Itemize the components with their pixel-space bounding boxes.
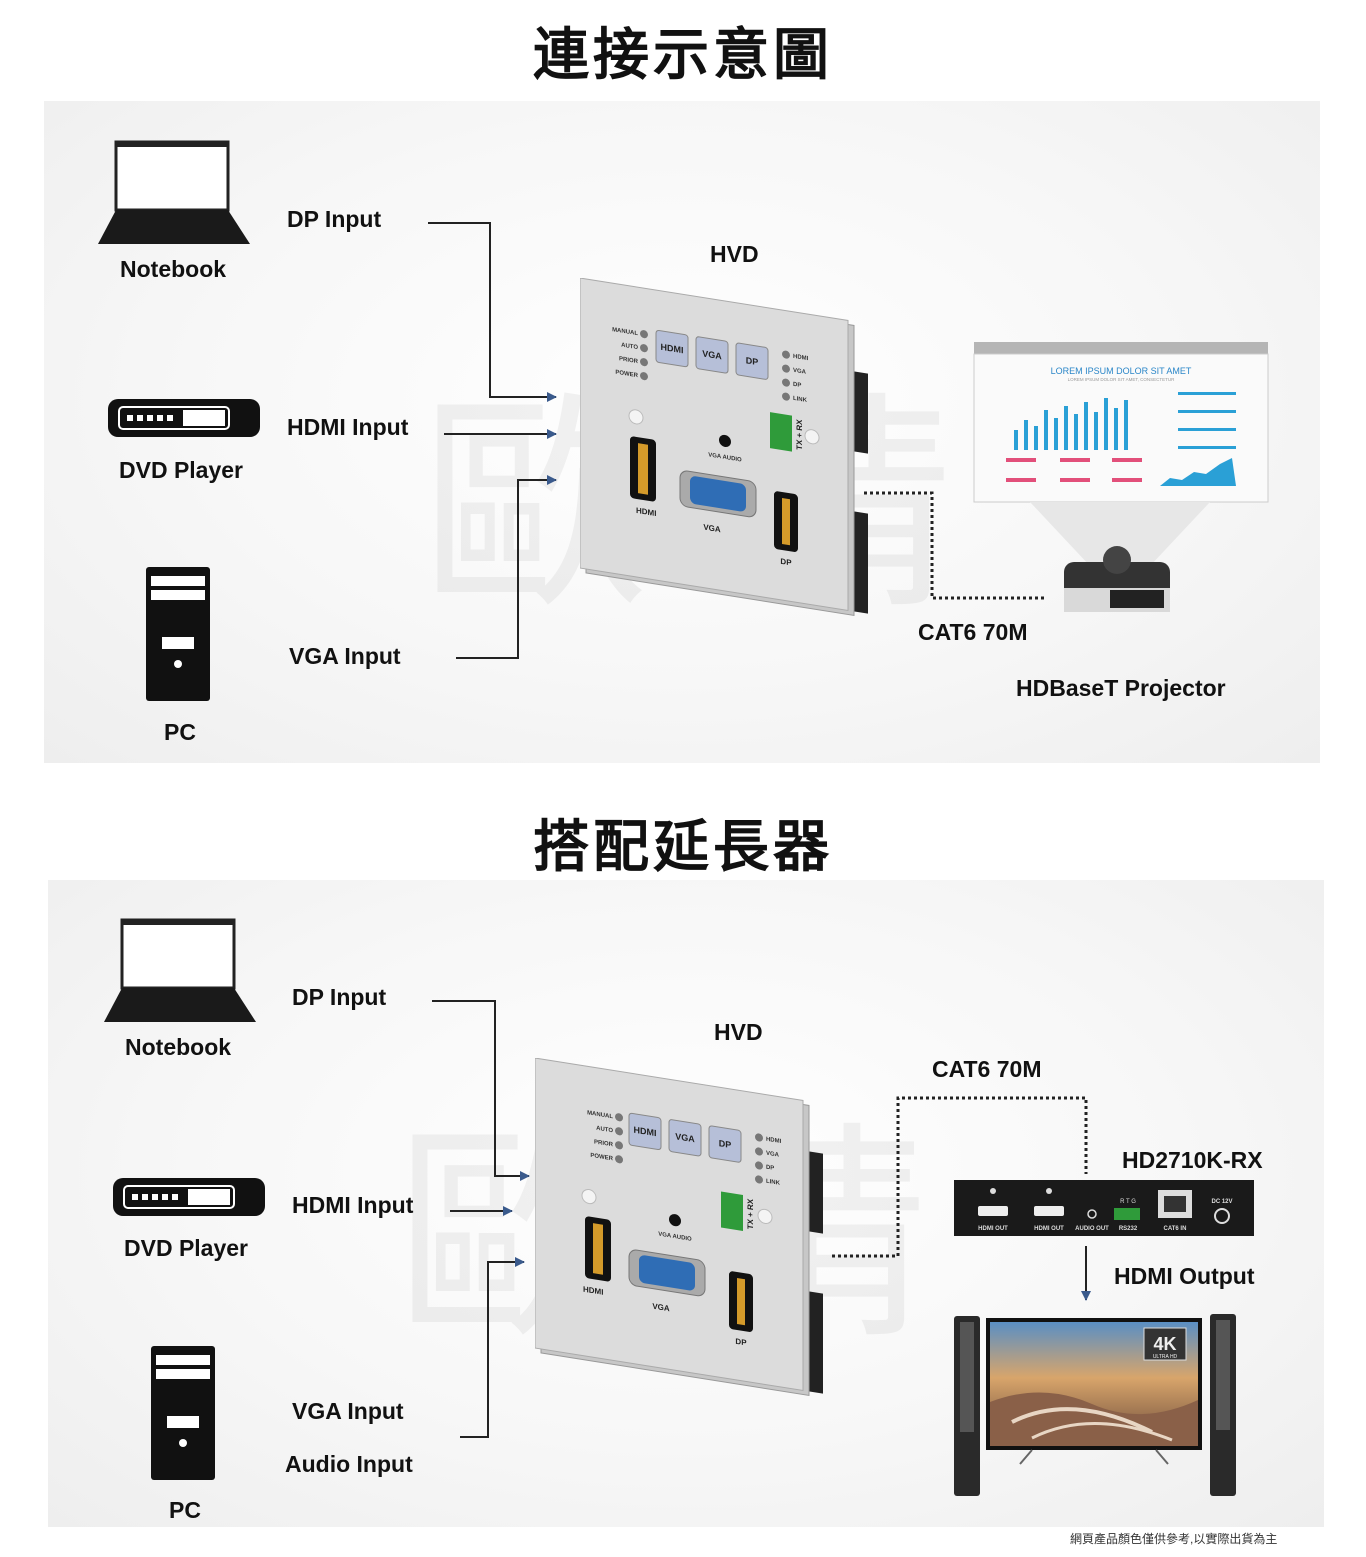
receiver-model-label: HD2710K-RX [1122,1147,1263,1173]
button-hdmi: HDMI [661,342,684,356]
source-notebook-label: Notebook [125,1034,232,1060]
button-dp: DP [746,355,759,367]
led-label-dp: DP [793,382,801,389]
pc-tower-icon [146,567,210,701]
led-label-power: POWER [615,370,638,380]
vga-port-label: VGA [703,523,721,535]
port-cat6-in: CAT6 IN [1164,1226,1187,1232]
vga-input-label: VGA Input [289,643,401,669]
vga-port-label: VGA [652,1302,670,1314]
dvd-player-icon [113,1178,265,1216]
pc-tower-icon [151,1346,215,1480]
hdmi-input-label: HDMI Input [287,414,409,440]
led-label-vga: VGA [766,1151,780,1159]
hvd-device-label: HVD [710,241,759,267]
audio-port-label: VGA AUDIO [708,452,742,463]
hvd-faceplate: MANUAL AUTO PRIOR POWER HDMI VGA DP HDMI… [535,1058,823,1396]
audio-port-label: VGA AUDIO [658,1232,692,1243]
source-dvd-label: DVD Player [124,1235,249,1261]
button-dp: DP [719,1138,732,1150]
notebook-icon [98,140,250,244]
txrx-label: TX + RX [795,418,804,450]
button-vga: VGA [675,1131,695,1144]
dp-port-label: DP [735,1337,747,1348]
led-label-dp: DP [766,1165,774,1172]
source-pc-label: PC [169,1497,201,1523]
led-label-link: LINK [766,1179,781,1187]
led-label-auto: AUTO [621,343,638,352]
vga-input-label: VGA Input [292,1398,404,1424]
button-hdmi: HDMI [634,1125,657,1139]
source-notebook-label: Notebook [120,256,227,282]
projector-label: HDBaseT Projector [1016,675,1226,701]
tv-4k-badge: 4K [1153,1334,1176,1354]
led-label-auto: AUTO [596,1126,613,1135]
rs232-rtg-label: R T G [1120,1199,1136,1205]
source-dvd-label: DVD Player [119,457,244,483]
led-label-vga: VGA [793,368,807,376]
led-label-manual: MANUAL [612,327,638,337]
button-vga: VGA [702,348,722,361]
footer-disclaimer: 網頁產品顏色僅供參考,以實際出貨為主 [1070,1532,1278,1546]
tv-ultrahd-badge: ULTRA HD [1153,1354,1178,1360]
section-title-connection: 連接示意圖 [533,23,833,88]
screen-subtitle: LOREM IPSUM DOLOR SIT AMET, CONSECTETUR [1068,377,1175,382]
receiver-hd2710k-rx: R T G HDMI OUT HDMI OUT AUDIO OUT RS232 … [954,1180,1254,1236]
led-label-manual: MANUAL [587,1110,613,1120]
dvd-player-icon [108,399,260,437]
txrx-label: TX + RX [746,1198,755,1230]
port-hdmi-out-1: HDMI OUT [978,1226,1008,1232]
hdmi-output-label: HDMI Output [1114,1263,1255,1289]
section-title-extender: 搭配延長器 [533,815,833,880]
screen-title: LOREM IPSUM DOLOR SIT AMET [1051,366,1192,376]
hdmi-port-label: HDMI [636,506,656,518]
notebook-icon [104,918,256,1022]
led-label-link: LINK [793,396,808,404]
led-label-hdmi: HDMI [793,354,809,362]
port-rs232: RS232 [1119,1226,1138,1232]
hdmi-input-label: HDMI Input [292,1192,414,1218]
port-audio-out: AUDIO OUT [1075,1226,1109,1232]
tv-display: 4K ULTRA HD [954,1314,1236,1496]
port-hdmi-out-2: HDMI OUT [1034,1226,1064,1232]
cat6-cable-label: CAT6 70M [932,1056,1042,1082]
dp-input-label: DP Input [292,984,387,1010]
led-label-prior: PRIOR [619,356,639,365]
projection-screen: LOREM IPSUM DOLOR SIT AMET LOREM IPSUM D… [973,342,1269,612]
source-pc-label: PC [164,719,196,745]
audio-input-label: Audio Input [285,1451,413,1477]
led-label-prior: PRIOR [594,1139,614,1148]
hvd-device-label: HVD [714,1019,763,1045]
dp-port-label: DP [780,557,792,568]
cat6-cable-label: CAT6 70M [918,619,1028,645]
led-label-hdmi: HDMI [766,1137,782,1145]
dp-input-label: DP Input [287,206,382,232]
hvd-faceplate: MANUAL AUTO PRIOR POWER HDMI VGA DP HDMI… [580,278,868,616]
port-dc12v: DC 12V [1211,1199,1232,1205]
hdmi-port-label: HDMI [583,1285,603,1297]
led-label-power: POWER [590,1153,613,1163]
connection-lines [428,222,1046,659]
